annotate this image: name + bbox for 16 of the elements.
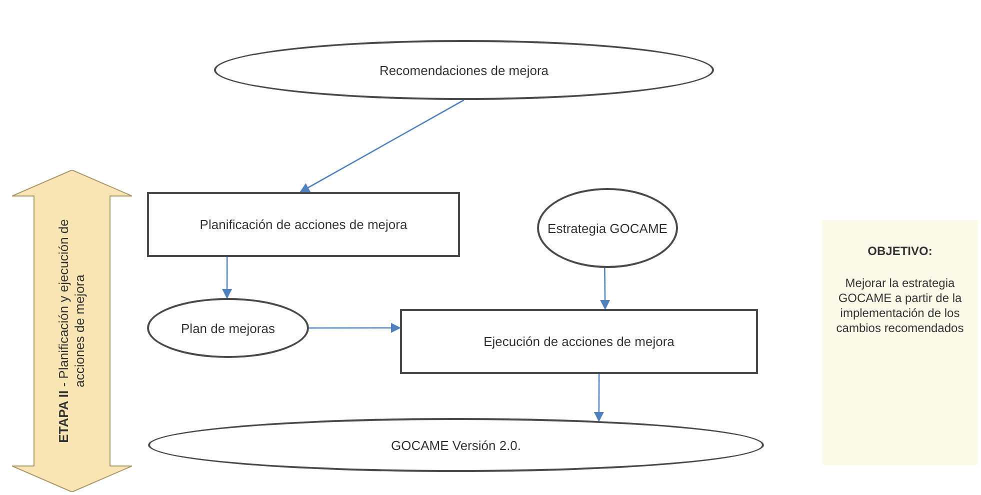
arrow <box>594 374 604 422</box>
arrow <box>600 268 610 310</box>
process-box <box>147 192 460 257</box>
objective-heading: OBJETIVO: <box>868 243 932 260</box>
stage-label: ETAPA II - Planificación y ejecución de acciones de mejora <box>56 218 88 445</box>
node-label: GOCAME Versión 2.0. <box>390 436 522 454</box>
objective-text: Mejorar la estrategia GOCAME a partir de la implementación de los cambios recomendados <box>835 276 965 336</box>
node-label: Planificación de acciones de mejora <box>198 216 408 233</box>
arrow <box>222 257 232 299</box>
node-label: Plan de mejoras <box>180 320 276 336</box>
process-box <box>400 309 758 374</box>
node-label: Recomendaciones de mejora <box>378 62 550 78</box>
arrow <box>309 322 401 333</box>
arrow <box>300 99 464 193</box>
node-label: Estrategia GOCAME <box>546 220 668 236</box>
node-label: Ejecución de acciones de mejora <box>482 333 676 350</box>
